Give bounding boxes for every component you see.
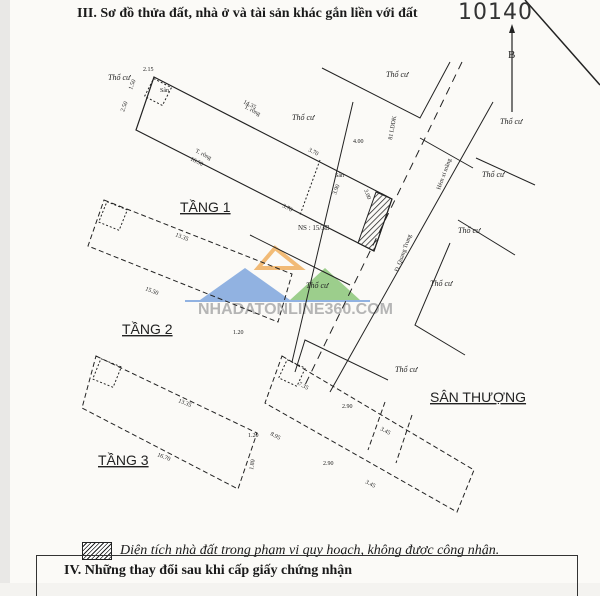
dimension: 16.50: [189, 156, 204, 167]
dimension: 3.90: [332, 184, 341, 196]
dimension: 3.70: [281, 203, 293, 213]
north-arrow-head-icon: [509, 24, 515, 33]
neighbor-label: Thổ cư: [395, 365, 418, 374]
section4-title: IV. Những thay đổi sau khi cấp giấy chứn…: [64, 563, 353, 578]
dimension: 1.80: [249, 459, 257, 470]
dimension: 7.35: [297, 381, 309, 391]
dimension: 3.00: [362, 189, 371, 201]
land-diagram: B TẦNG 1 TẦNG 2 TẦNG 3 SÂN THƯỢNG Thổ cư…: [81, 0, 600, 513]
dimension: 2.50: [120, 101, 129, 113]
neighbor-label: Thổ cư: [306, 281, 329, 290]
neighbor-label: Thổ cư: [430, 279, 453, 288]
code-label: 81 LDDK: [388, 115, 398, 140]
dimension: 1.20: [248, 433, 259, 439]
section4-box: [36, 555, 578, 596]
dimension: 3.70: [307, 147, 319, 157]
floor3-plan: [81, 355, 258, 490]
neighbor-label: Thổ cư: [108, 73, 131, 82]
dimension: 14.35: [242, 99, 257, 110]
neighbor-label: Thổ cư: [482, 170, 505, 179]
dimension: 3.45: [379, 426, 391, 436]
neighbor-label: Thổ cư: [458, 226, 481, 235]
dimension: 1.20: [233, 330, 244, 336]
roof-plan: [264, 355, 475, 513]
dimension: 13.35: [177, 398, 192, 409]
road: [249, 61, 536, 393]
dimension: 2.15: [143, 67, 154, 73]
neighbor-label: Thổ cư: [386, 70, 409, 79]
dimension: 2.90: [342, 404, 353, 410]
road-name: Hẻm xi măng: [436, 158, 453, 191]
floor2-title: TẦNG 2: [122, 321, 173, 337]
dimension: 2.90: [323, 461, 334, 467]
yard-label: Sân: [335, 173, 344, 179]
legend-text: Diện tích nhà đất trong phạm vi quy hoạc…: [120, 543, 500, 558]
hatched-planning-area: [357, 191, 393, 252]
road-name-2: Đ. Quang Trung: [394, 234, 413, 273]
floor2-plan: [87, 199, 293, 323]
floor1-plan: [135, 76, 393, 252]
dimension: 13.35: [174, 232, 189, 243]
north-label: B: [508, 49, 515, 61]
yard-label: Sân: [160, 88, 169, 94]
roof-title: SÂN THƯỢNG: [430, 389, 526, 405]
dimension: 3.45: [364, 479, 376, 489]
floor1-title: TẦNG 1: [180, 199, 231, 215]
floor3-title: TẦNG 3: [98, 452, 149, 468]
handwritten-number: 10140: [458, 0, 533, 25]
neighbor-label: Thổ cư: [292, 113, 315, 122]
watermark-logo: [185, 245, 370, 302]
house-number: NS : 15/3B: [298, 224, 330, 232]
dimension: 16.70: [156, 452, 171, 463]
dimension: 4.00: [353, 139, 364, 145]
scan-edge: [0, 0, 10, 583]
dimension: 1.50: [128, 79, 137, 91]
page-fold-line: [524, 0, 600, 86]
dimension: 15.50: [144, 286, 159, 297]
section3-title: III. Sơ đồ thửa đất, nhà ở và tài sản kh…: [77, 6, 418, 21]
neighbor-label: Thổ cư: [500, 117, 523, 126]
dimension: 8.95: [269, 431, 281, 441]
